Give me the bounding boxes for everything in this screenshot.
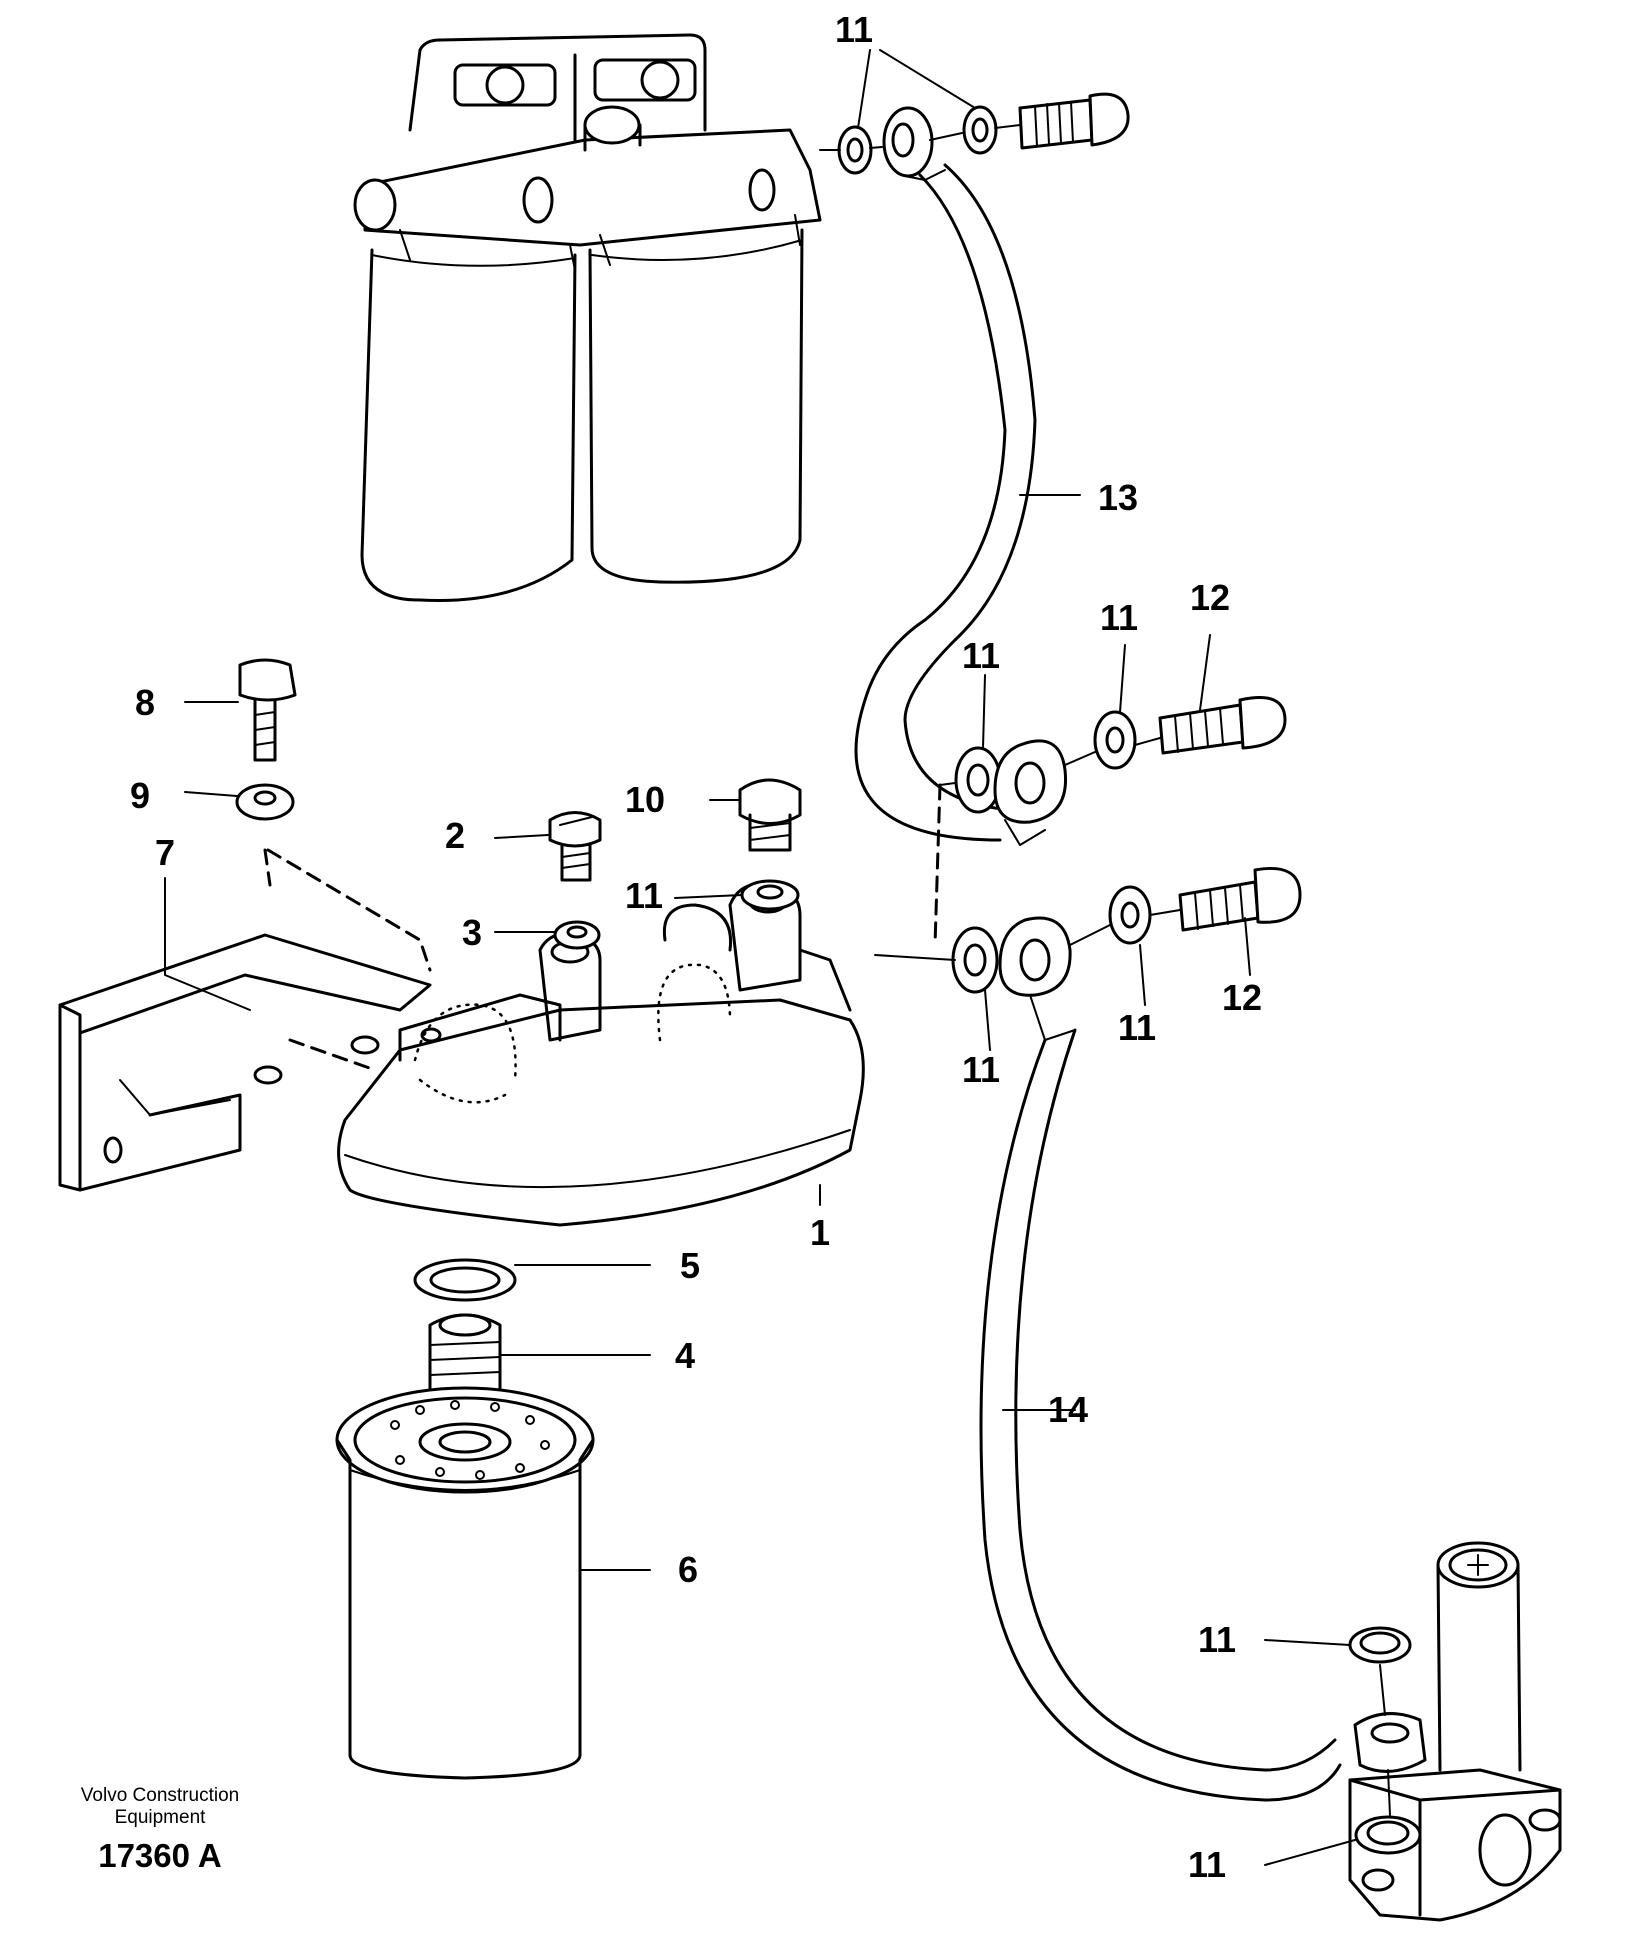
callout-11-upper-left: 11 (962, 635, 1000, 676)
leader-lines (164, 49, 1356, 1866)
footer-caption: Volvo Construction Equipment 17360 A (40, 1785, 280, 1875)
filter-head-1 (337, 882, 865, 1227)
callout-10: 10 (625, 779, 665, 820)
twin-filter-assembly (353, 33, 822, 602)
feed-pump (1348, 1541, 1562, 1922)
callout-8: 8 (135, 682, 155, 723)
footer-line-1: Volvo Construction (80, 1785, 240, 1806)
callout-2: 2 (445, 815, 465, 856)
callout-1: 1 (810, 1212, 830, 1253)
callout-11-top: 11 (835, 9, 873, 50)
callout-13: 13 (1098, 477, 1138, 518)
callout-6: 6 (678, 1549, 698, 1590)
middle-banjo-upper (939, 696, 1287, 846)
callout-labels: 11 13 12 11 11 8 9 7 10 2 11 3 11 12 11 … (130, 9, 1262, 1885)
callout-12-lower: 12 (1222, 977, 1262, 1018)
callout-4: 4 (675, 1335, 695, 1376)
drawing-code: 17360 A (98, 1837, 222, 1874)
callout-3: 3 (462, 912, 482, 953)
upper-banjo-connection (819, 92, 1130, 181)
nipple-4 (428, 1313, 502, 1404)
seal-5 (413, 1258, 517, 1302)
callout-11-lower-mid: 11 (1118, 1007, 1156, 1048)
callout-14: 14 (1048, 1389, 1088, 1430)
callout-11-lower-right: 11 (1118, 1007, 1156, 1048)
plug-10 (738, 778, 802, 911)
callout-7: 7 (155, 832, 175, 873)
bolt-8 (235, 658, 297, 821)
callout-9: 9 (130, 775, 150, 816)
bracket-7 (58, 933, 432, 1192)
callout-11-pump-top: 11 (1198, 1619, 1236, 1660)
callout-12-upper: 12 (1190, 577, 1230, 618)
footer-line-2: Equipment (114, 1807, 206, 1828)
middle-banjo-lower (874, 866, 1302, 1041)
callout-11-plug: 11 (625, 875, 663, 916)
callout-11-upper-right: 11 (1100, 597, 1138, 638)
hose-13 (854, 163, 1037, 842)
callout-5: 5 (680, 1245, 700, 1286)
hose-14 (979, 1028, 1342, 1802)
oil-filter-6 (335, 1386, 595, 1780)
screw-2 (548, 811, 602, 950)
callout-11-pump-bottom: 11 (1188, 1844, 1226, 1885)
callout-11-lower-left: 11 (962, 1049, 1000, 1090)
